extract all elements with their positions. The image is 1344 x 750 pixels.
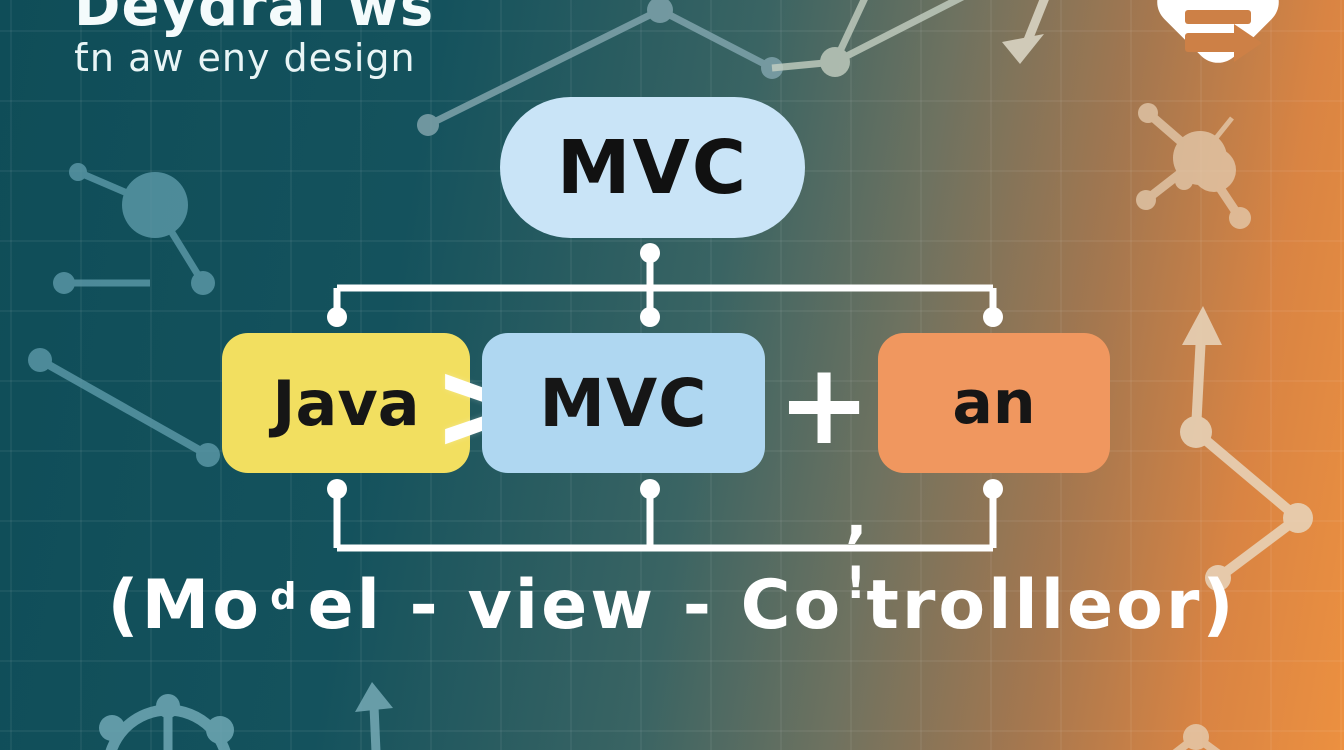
arrow-up-bottom-icon: [355, 682, 393, 750]
flow-box-java-label: Java: [272, 366, 420, 440]
brand-subtitle: ƭn aw eny design: [74, 36, 416, 80]
arrow-zigzag-right-icon: [1180, 306, 1313, 591]
flow-box-mvc: MVC: [482, 333, 765, 473]
molecule-top-left-icon: [53, 163, 215, 295]
molecule-bottom-right-icon: [1172, 724, 1221, 750]
caption-part1: (Mo: [107, 566, 262, 645]
logo-arrow-head: [1234, 24, 1262, 62]
root-node-mvc: MVC: [500, 97, 805, 238]
molecule-right-icon: [1136, 103, 1251, 229]
line-node-left-icon: [28, 348, 220, 467]
flow-box-mvc-label: MVC: [539, 364, 708, 442]
plus-icon: +: [777, 340, 871, 470]
caption-superscript-d: d: [270, 574, 300, 618]
brand-title: Deydral ws: [74, 0, 435, 39]
logo-arrow-shaft: [1185, 33, 1237, 52]
logo-arrow-bar: [1185, 10, 1251, 24]
root-node-label: MVC: [556, 124, 749, 211]
arrow-down-top-right-icon: [1002, 0, 1049, 64]
network-top-right-icon: [771, 0, 965, 77]
flow-box-java: Java: [222, 333, 470, 473]
caption-part2: el - view - Co: [307, 566, 844, 645]
flow-box-an-label: an: [952, 368, 1036, 438]
caption-odd-glyph: ’!: [844, 514, 871, 610]
flow-box-an: an: [878, 333, 1110, 473]
caption-part3: trollleor): [866, 566, 1237, 645]
wheel-bottom-left-icon: [99, 694, 234, 750]
